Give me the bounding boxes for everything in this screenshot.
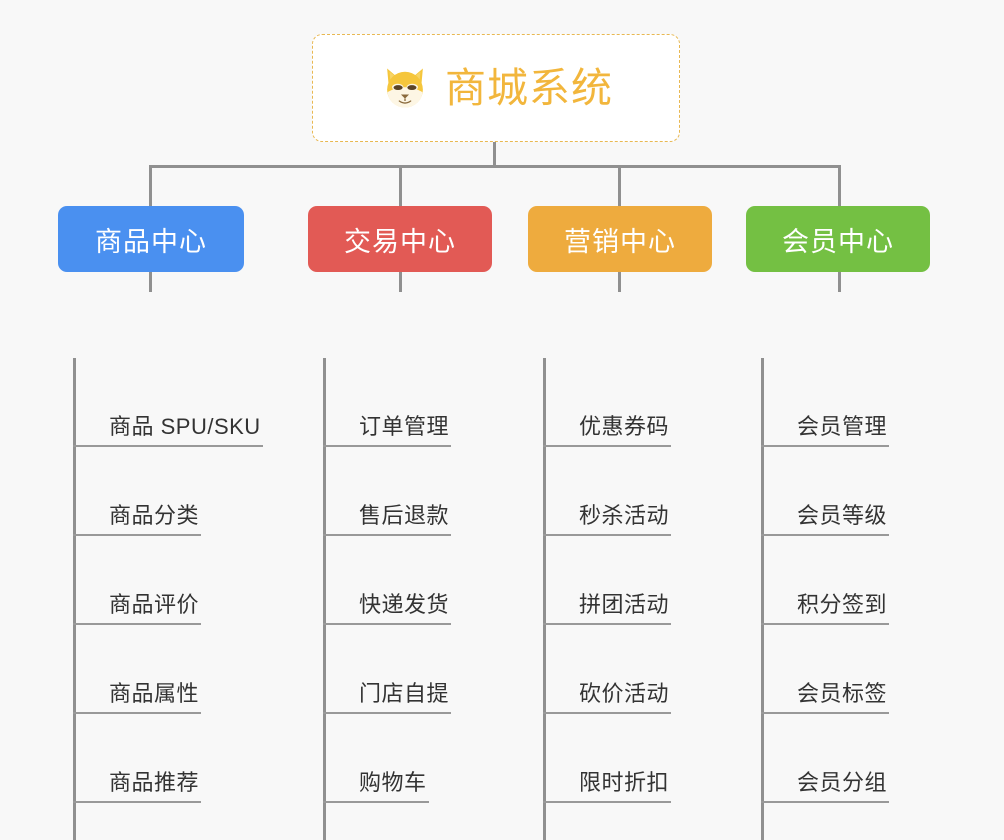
leaf-underline: [73, 445, 107, 447]
leaf-underline: [323, 445, 357, 447]
list-item[interactable]: 会员标签: [761, 625, 930, 714]
leaf-underline: [543, 534, 577, 536]
list-item[interactable]: 商品分类: [73, 447, 244, 536]
leaf-underline: [323, 534, 357, 536]
category-box-member-center[interactable]: 会员中心: [746, 206, 930, 272]
connector-stub-4: [838, 272, 841, 292]
leaf-spine: [73, 358, 76, 840]
list-item[interactable]: 积分签到: [761, 536, 930, 625]
category-column-3: 营销中心 优惠券码 秒杀活动 拼团活动 砍价活动 限时折扣 满减送: [528, 206, 712, 840]
list-item[interactable]: 商品评价: [73, 536, 244, 625]
leaf-label: 拼团活动: [577, 592, 672, 625]
list-item[interactable]: 优惠券码: [543, 358, 712, 447]
leaf-list-3: 优惠券码 秒杀活动 拼团活动 砍价活动 限时折扣 满减送: [528, 358, 712, 840]
leaf-label: 积分签到: [795, 592, 890, 625]
category-box-product-center[interactable]: 商品中心: [58, 206, 244, 272]
list-item[interactable]: 商品 SPU/SKU: [73, 358, 263, 447]
category-box-marketing-center[interactable]: 营销中心: [528, 206, 712, 272]
leaf-label: 限时折扣: [577, 770, 672, 803]
list-item[interactable]: 售后退款: [323, 447, 492, 536]
leaf-underline: [323, 712, 357, 714]
leaf-underline: [73, 712, 107, 714]
connector-root-stem: [493, 142, 496, 168]
category-column-4: 会员中心 会员管理 会员等级 积分签到 会员标签 会员分组 收货地址: [746, 206, 930, 840]
connector-stub-2: [399, 272, 402, 292]
list-item[interactable]: 商品属性: [73, 625, 244, 714]
list-item[interactable]: 限时折扣: [543, 714, 712, 803]
leaf-label: 快递发货: [357, 592, 452, 625]
leaf-label: 会员管理: [795, 414, 890, 447]
category-label: 营销中心: [564, 226, 676, 257]
leaf-label: 会员标签: [795, 681, 890, 714]
leaf-spine: [761, 358, 764, 840]
leaf-underline: [543, 623, 577, 625]
list-item[interactable]: 拼团活动: [543, 536, 712, 625]
list-item[interactable]: 收货地址: [761, 803, 930, 840]
leaf-underline: [323, 623, 357, 625]
leaf-label: 会员分组: [795, 770, 890, 803]
leaf-label: 砍价活动: [577, 681, 672, 714]
leaf-label: 优惠券码: [577, 414, 672, 447]
leaf-underline: [543, 801, 577, 803]
connector-drop-2: [399, 165, 402, 208]
list-item[interactable]: 快递发货: [323, 536, 492, 625]
leaf-label: 商品推荐: [107, 770, 202, 803]
list-item[interactable]: 会员等级: [761, 447, 930, 536]
leaf-list-4: 会员管理 会员等级 积分签到 会员标签 会员分组 收货地址: [746, 358, 930, 840]
category-label: 交易中心: [344, 226, 456, 257]
leaf-underline: [73, 534, 107, 536]
leaf-underline: [543, 445, 577, 447]
leaf-list-1: 商品 SPU/SKU 商品分类 商品评价 商品属性 商品推荐 商品品牌: [58, 358, 263, 840]
leaf-label: 秒杀活动: [577, 503, 672, 536]
leaf-label: 商品分类: [107, 503, 202, 536]
category-label: 商品中心: [95, 226, 207, 257]
shiba-dog-face-icon: [387, 68, 423, 108]
leaf-label: 会员等级: [795, 503, 890, 536]
leaf-underline: [73, 623, 107, 625]
connector-stub-1: [149, 272, 152, 292]
leaf-spine: [543, 358, 546, 840]
leaf-label: 售后退款: [357, 503, 452, 536]
connector-drop-1: [149, 165, 152, 208]
leaf-underline: [761, 712, 795, 714]
leaf-label: 商品属性: [107, 681, 202, 714]
leaf-label: 购物车: [357, 770, 429, 803]
list-item[interactable]: 秒杀活动: [543, 447, 712, 536]
leaf-underline: [761, 534, 795, 536]
list-item[interactable]: 销售分佣: [323, 803, 492, 840]
leaf-list-2: 订单管理 售后退款 快递发货 门店自提 购物车 销售分佣: [308, 358, 492, 840]
category-label: 会员中心: [782, 226, 894, 257]
leaf-underline: [761, 801, 795, 803]
list-item[interactable]: 商品推荐: [73, 714, 244, 803]
leaf-label: 门店自提: [357, 681, 452, 714]
connector-drop-4: [838, 165, 841, 208]
root-title: 商城系统: [445, 64, 613, 111]
list-item[interactable]: 满减送: [543, 803, 712, 840]
list-item[interactable]: 商品品牌: [73, 803, 244, 840]
leaf-underline: [761, 623, 795, 625]
list-item[interactable]: 砍价活动: [543, 625, 712, 714]
list-item[interactable]: 门店自提: [323, 625, 492, 714]
root-node[interactable]: 商城系统: [312, 34, 680, 142]
list-item[interactable]: 购物车: [323, 714, 492, 803]
list-item[interactable]: 会员管理: [761, 358, 930, 447]
connector-stub-3: [618, 272, 621, 292]
leaf-spine: [323, 358, 326, 840]
list-item[interactable]: 订单管理: [323, 358, 492, 447]
leaf-underline: [543, 712, 577, 714]
connector-drop-3: [618, 165, 621, 208]
category-column-1: 商品中心 商品 SPU/SKU 商品分类 商品评价 商品属性 商品推荐 商品品牌: [58, 206, 263, 840]
leaf-label: 商品评价: [107, 592, 202, 625]
leaf-underline: [73, 801, 107, 803]
category-column-2: 交易中心 订单管理 售后退款 快递发货 门店自提 购物车 销售分佣: [308, 206, 492, 840]
leaf-underline: [761, 445, 795, 447]
leaf-label: 订单管理: [357, 414, 452, 447]
connector-horizontal-bar: [149, 165, 841, 168]
leaf-label: 商品 SPU/SKU: [107, 414, 263, 447]
list-item[interactable]: 会员分组: [761, 714, 930, 803]
leaf-underline: [323, 801, 357, 803]
category-box-trade-center[interactable]: 交易中心: [308, 206, 492, 272]
